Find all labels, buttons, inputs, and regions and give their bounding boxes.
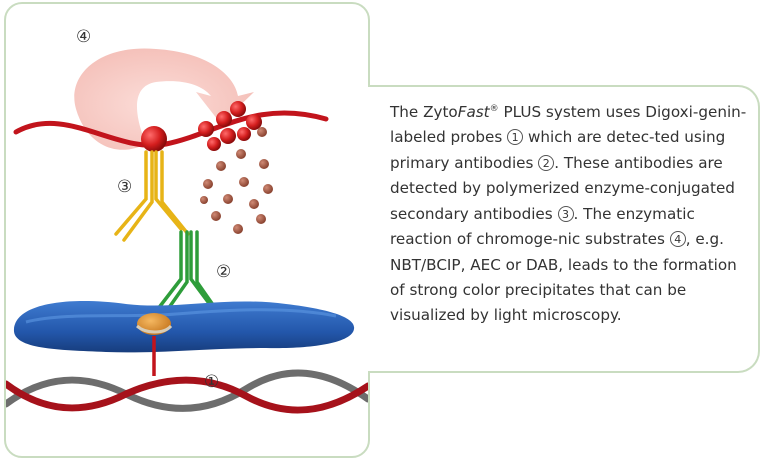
secondary-antibody: [114, 150, 190, 242]
caption-part: . The enzymatic reaction of chromoge-nic…: [390, 204, 695, 249]
dna-helix: [6, 369, 368, 414]
reaction-arrow: [74, 48, 254, 150]
caption-part: . These antibodies are detected by polym…: [390, 153, 735, 223]
red-precipitate: [198, 101, 262, 151]
caption-part: , e.g. NBT/BCIP, AEC or DAB, leads to th…: [390, 230, 737, 325]
diagram-panel: ④ ③ ② ①: [4, 2, 370, 458]
caption-text: The ZytoFast® PLUS system uses Digoxi-ge…: [390, 97, 750, 329]
registered-mark: ®: [489, 104, 499, 114]
label-4: ④: [76, 27, 91, 47]
ref-number-2: 2: [538, 154, 555, 171]
ref-number-4: 4: [669, 231, 686, 248]
label-3: ③: [117, 177, 132, 197]
caption-part: PLUS system uses Digoxi-genin-labeled pr…: [390, 103, 747, 147]
cell-surface: [13, 301, 355, 353]
probe-strand: [13, 110, 329, 148]
ref-number-1: 1: [507, 129, 524, 146]
brown-precipitate: [200, 127, 273, 234]
enzyme-sphere: [141, 126, 167, 152]
caption-part: which are detec-ted using primary antibo…: [390, 128, 726, 172]
ref-number-3: 3: [557, 205, 574, 222]
label-2: ②: [216, 262, 231, 282]
label-1: ①: [204, 372, 219, 392]
brand-italic: Fast: [457, 103, 490, 122]
caption-part: The Zyto: [390, 103, 458, 122]
caption-panel: The ZytoFast® PLUS system uses Digoxi-ge…: [368, 85, 760, 373]
detection-diagram: ④ ③ ② ①: [6, 27, 368, 414]
